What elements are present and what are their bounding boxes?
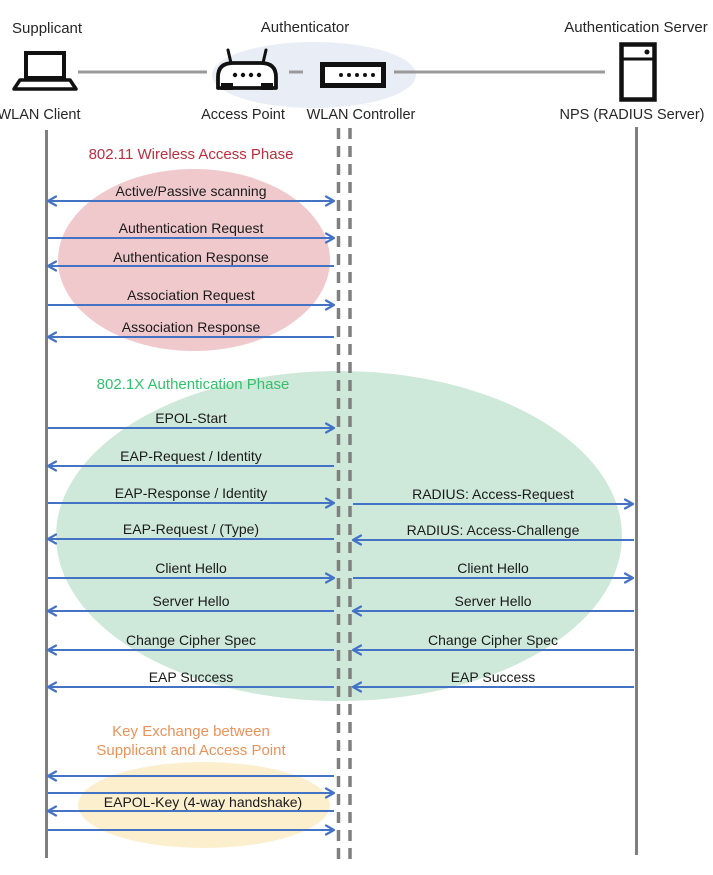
phase-title-authentication: 802.1X Authentication Phase xyxy=(96,376,290,393)
right-segment-arrows xyxy=(351,498,635,693)
phase-title-key-exchange-line2: Supplicant and Access Point xyxy=(96,742,286,759)
message-label: Change Cipher Spec xyxy=(428,632,558,648)
message-label: EAP Success xyxy=(148,669,234,685)
wlan-controller-icon xyxy=(320,62,386,88)
message-label: RADIUS: Access-Challenge xyxy=(406,522,580,538)
message-label: Association Response xyxy=(121,319,261,335)
message-label: EAP Success xyxy=(450,669,536,685)
access-point-icon xyxy=(216,48,278,90)
role-label-supplicant: Supplicant xyxy=(12,20,83,37)
message-label: Change Cipher Spec xyxy=(126,632,256,648)
role-label-authentication-server: Authentication Server xyxy=(564,19,708,36)
message-label: EAP-Request / (Type) xyxy=(122,521,260,537)
role-label-authenticator: Authenticator xyxy=(260,19,350,36)
message-label: Server Hello xyxy=(152,593,230,609)
message-label: Client Hello xyxy=(155,560,227,576)
phase-title-wireless-access: 802.11 Wireless Access Phase xyxy=(88,146,294,163)
phase-title-key-exchange-line1: Key Exchange between xyxy=(112,723,270,740)
message-label: EAPOL-Key (4-way handshake) xyxy=(103,794,303,810)
node-label-nps-radius-server: NPS (RADIUS Server) xyxy=(559,107,705,123)
message-label: EAP-Request / Identity xyxy=(120,448,262,464)
node-label-access-point: Access Point xyxy=(201,107,285,123)
message-label: Association Request xyxy=(127,287,255,303)
message-label: Authentication Response xyxy=(113,249,269,265)
node-label-wlan-controller: WLAN Controller xyxy=(306,107,416,123)
message-label: Authentication Request xyxy=(118,220,264,236)
message-label: RADIUS: Access-Request xyxy=(412,486,574,502)
left-segment-arrows xyxy=(46,195,336,836)
node-label-wlan-client: WLAN Client xyxy=(0,107,81,123)
message-label: Client Hello xyxy=(457,560,529,576)
message-label: EPOL-Start xyxy=(155,410,227,426)
message-label: EAP-Response / Identity xyxy=(114,485,268,501)
message-label: Active/Passive scanning xyxy=(115,183,267,199)
message-label: Server Hello xyxy=(454,593,532,609)
laptop-icon xyxy=(12,51,78,91)
server-icon xyxy=(619,42,657,102)
phase-title-key-exchange: Key Exchange between Supplicant and Acce… xyxy=(96,722,285,760)
